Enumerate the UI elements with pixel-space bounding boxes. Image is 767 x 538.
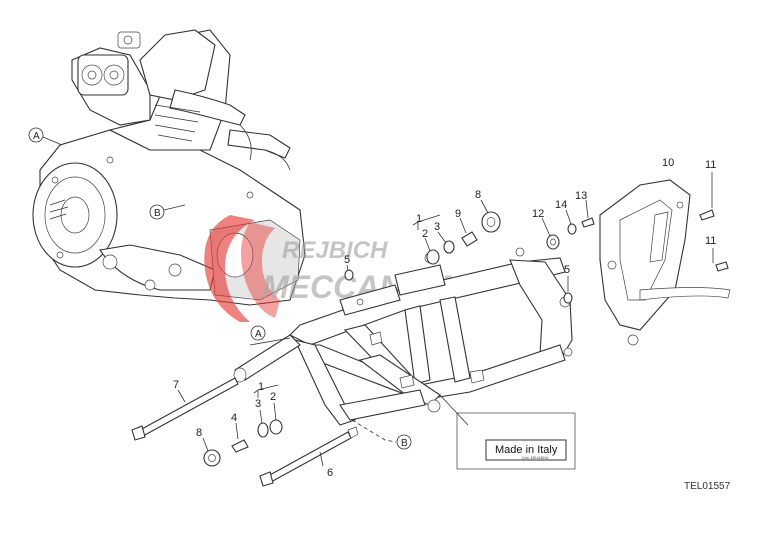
callout-3-top: 3 [434,221,440,233]
bolt-4 [231,422,249,453]
callout-5-left: 5 [344,254,350,266]
watermark-logo-mark [204,215,255,322]
callout-13: 13 [575,190,587,202]
nut-5-right [563,276,573,304]
ref-letter-a-engine: A [33,131,40,142]
callout-11-top: 11 [705,159,716,171]
rear-subframe-bracket [599,179,731,346]
spacer-12 [541,217,560,250]
bolt-9 [459,217,478,247]
engine-reference-b: B [149,204,186,220]
group-bracket-1-top [412,214,441,230]
callout-2-bottom: 2 [270,391,276,403]
bushing-8-bottom [202,437,221,467]
group-bracket-1-bottom [253,384,279,398]
callout-5-right: 5 [564,264,570,276]
ref-letter-b-frame: B [401,438,408,449]
spacer-3-top [437,231,455,254]
callout-4: 4 [231,412,237,424]
label-code: Cod. 43014451A [522,456,549,460]
callout-12: 12 [532,208,544,220]
bolt-13 [581,199,595,228]
label-made-in-italy: Made in Italy [495,444,558,456]
callout-1-bottom: 1 [258,381,264,393]
callout-8-top: 8 [475,189,481,201]
callout-10: 10 [662,157,674,169]
spacer-3-bottom [257,409,269,438]
bolt-7 [131,377,239,441]
bolt-6 [259,426,359,487]
ref-letter-b-engine: B [154,208,161,219]
washer-14 [565,209,577,235]
callout-2-top: 2 [422,228,428,240]
washer-2-top [424,237,440,265]
drawing-code: TEL01557 [684,481,731,492]
frame-reference-b: B [351,419,412,450]
nut-5-left [344,264,354,281]
callout-3-bottom: 3 [255,398,261,410]
callout-8-bottom: 8 [196,427,202,439]
callout-14: 14 [555,199,567,211]
made-in-italy-callout: Made in Italy Cod. 43014451A [439,394,576,470]
ref-letter-a-frame: A [255,329,262,340]
bolt-11-top [699,172,715,221]
callout-1-top: 1 [416,213,422,225]
washer-2-bottom [269,402,283,435]
callout-11-bottom: 11 [705,235,716,247]
frame-reference-a: A [249,325,291,346]
label-sticker [485,439,567,461]
callout-6: 6 [327,467,333,479]
callout-9: 9 [455,208,461,220]
frame-assembly [233,247,573,426]
engine-reference-a: A [28,127,63,146]
bolt-11-bottom [712,248,729,272]
watermark-line1: REJBICH [282,237,388,264]
bushing-8-top [480,199,501,233]
engine-assembly [32,29,306,306]
callout-7: 7 [173,379,179,391]
